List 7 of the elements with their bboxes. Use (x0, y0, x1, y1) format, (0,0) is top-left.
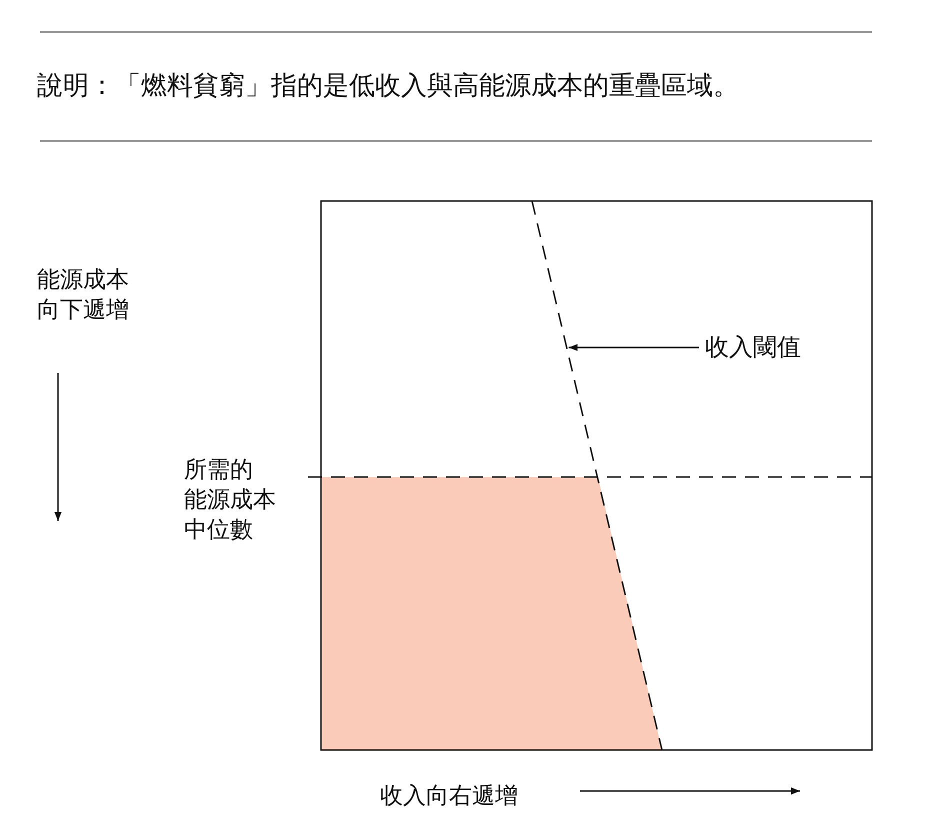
median-label: 所需的能源成本中位數 (184, 456, 276, 545)
annotation-text: 收入閾值 (705, 332, 801, 364)
arrow (568, 344, 699, 352)
axis-label: 收入向右遞增 (380, 782, 518, 811)
caption-text: 說明：「燃料貧窮」指的是低收入與高能源成本的重疊區域。 (37, 70, 739, 103)
axis-label: 能源成本向下遞增 (37, 266, 129, 325)
threshold-line (531, 200, 663, 750)
